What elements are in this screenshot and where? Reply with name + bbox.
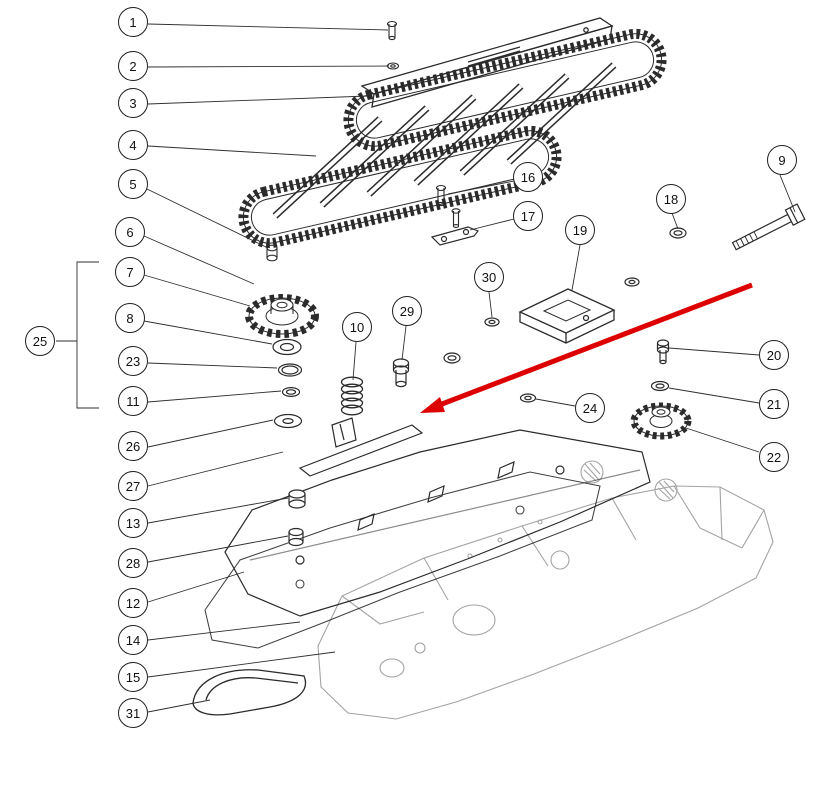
callout-1: 1 (118, 7, 148, 37)
idler-sprocket-part (245, 244, 319, 338)
callout-9: 9 (767, 145, 797, 175)
chain-loop-upper-part (343, 28, 667, 152)
drive-sprocket-hardware-part (650, 339, 670, 392)
callout-4: 4 (118, 130, 148, 160)
rail-bolt-part (386, 20, 398, 41)
callout-5: 5 (118, 169, 148, 199)
callout-20: 20 (759, 340, 789, 370)
leader-lines (143, 23, 796, 713)
spring-part (340, 376, 364, 416)
group-bracket-25 (56, 261, 99, 409)
skid-bracket-part (192, 669, 307, 716)
callout-24: 24 (575, 393, 605, 423)
callout-28: 28 (118, 548, 148, 578)
callout-31: 31 (118, 698, 148, 728)
callout-17: 17 (513, 201, 543, 231)
red-pointer-arrow (420, 282, 753, 413)
washer-nut-hardware-part (443, 227, 687, 403)
mount-plate-part (518, 288, 616, 344)
callout-21: 21 (759, 389, 789, 419)
callout-18: 18 (656, 184, 686, 214)
callout-30: 30 (474, 262, 504, 292)
long-bolt-part (731, 203, 806, 251)
drive-sprocket-part (630, 402, 692, 440)
callout-11: 11 (118, 386, 148, 416)
callout-29: 29 (392, 296, 422, 326)
support-plate-upper-part (224, 429, 651, 617)
washer-stack-part (272, 338, 303, 429)
support-plate-lower-part (204, 471, 601, 649)
callout-3: 3 (118, 88, 148, 118)
tensioner-arm-part (288, 417, 424, 547)
callout-26: 26 (118, 431, 148, 461)
callout-16: 16 (513, 162, 543, 192)
callout-22: 22 (759, 442, 789, 472)
chain-slats-part (272, 62, 617, 219)
callout-27: 27 (118, 471, 148, 501)
callout-14: 14 (118, 625, 148, 655)
callout-23: 23 (118, 346, 148, 376)
feeder-body-part (317, 460, 774, 720)
callout-7: 7 (115, 257, 145, 287)
callout-25: 25 (25, 326, 55, 356)
retainer-strap-part (430, 226, 479, 246)
rail-washer-part (386, 62, 400, 70)
callout-12: 12 (118, 588, 148, 618)
callout-15: 15 (118, 662, 148, 692)
chain-guide-bolts-part (435, 184, 461, 228)
chain-loop-lower-part (238, 125, 562, 249)
shoulder-bolt-part (392, 358, 410, 388)
callout-19: 19 (565, 215, 595, 245)
callout-10: 10 (342, 312, 372, 342)
callout-6: 6 (115, 217, 145, 247)
callout-13: 13 (118, 508, 148, 538)
callout-8: 8 (115, 303, 145, 333)
callout-2: 2 (118, 51, 148, 81)
